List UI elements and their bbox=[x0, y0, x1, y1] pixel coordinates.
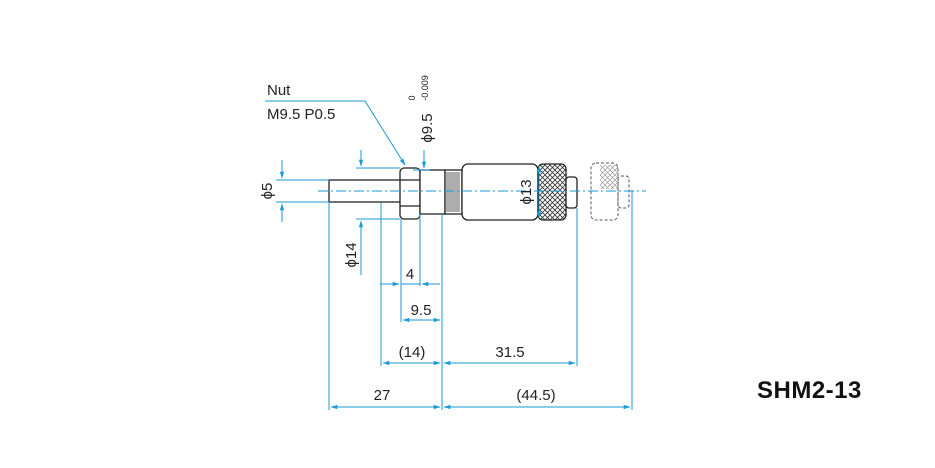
sleeve-ticks bbox=[446, 172, 460, 212]
dim-phi9-5-tol-lower: -0.009 bbox=[420, 75, 430, 101]
nut bbox=[399, 167, 421, 220]
dim-mount-length: 9.5 bbox=[411, 302, 432, 319]
dim-phi14: ϕ14 bbox=[343, 242, 360, 267]
sleeve-scale bbox=[444, 169, 463, 215]
dimension-lines bbox=[265, 100, 633, 410]
model-label: SHM2-13 bbox=[757, 377, 862, 404]
dim-phi9-5: ϕ9.5 bbox=[419, 113, 436, 142]
dim-phi9-5-tol-upper: 0 bbox=[407, 95, 417, 100]
nut-thread-label: M9.5 P0.5 bbox=[267, 106, 335, 123]
nut-label: Nut bbox=[267, 82, 291, 99]
dim-overall-right: (44.5) bbox=[516, 387, 555, 404]
dim-spindle-total: 27 bbox=[374, 387, 391, 404]
sleeve bbox=[419, 169, 446, 215]
dim-body-length: 31.5 bbox=[495, 344, 524, 361]
ratchet-knurl bbox=[537, 163, 567, 221]
dim-phi13: ϕ13 bbox=[518, 179, 535, 204]
dim-nut-width: 4 bbox=[406, 266, 414, 283]
dim-spindle-from-mount: (14) bbox=[399, 344, 426, 361]
dim-phi5: ϕ5 bbox=[259, 183, 276, 200]
ratchet-cap bbox=[565, 176, 578, 209]
